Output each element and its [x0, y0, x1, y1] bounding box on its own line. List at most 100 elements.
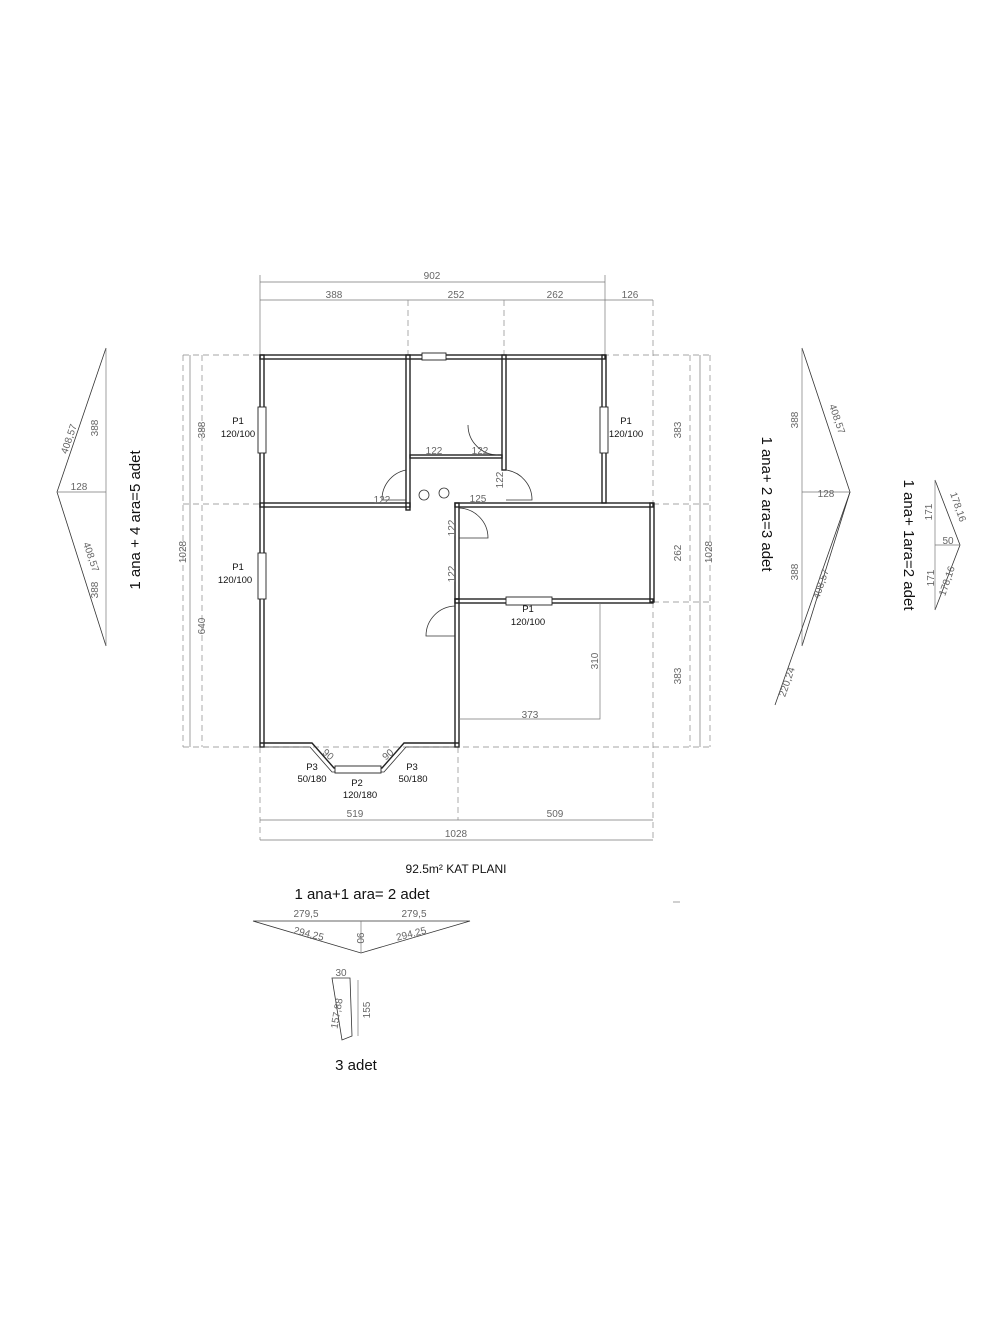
right-dim-mid: 262: [673, 544, 684, 561]
door-5: [425, 605, 456, 637]
wall-annex-bottom: [454, 598, 654, 604]
p3-size-right: 50/180: [398, 774, 427, 785]
bottom-gable: 1 ana+1 ara= 2 adet 279,5 279,5 294,25 2…: [252, 886, 471, 954]
right-dim-upper: 383: [673, 421, 684, 438]
right-gable-height-bottom: 388: [790, 563, 801, 580]
bottom-gable-height: 90: [354, 932, 365, 944]
small-gable-slope-bottom: 178,16: [937, 565, 958, 598]
annex-width: 373: [522, 710, 539, 721]
top-dim-seg1: 388: [326, 290, 343, 301]
wall-annex-right: [649, 502, 655, 603]
left-gable-note: 1 ana + 4 ara=5 adet: [127, 450, 144, 590]
p2-label: P2: [351, 778, 363, 789]
bottom-gable-slope-left: 294,25: [292, 926, 325, 944]
window-p1-left-bottom: [257, 552, 267, 600]
windows: [257, 352, 609, 774]
wall-dim-v3: 122: [447, 565, 458, 582]
right-gable-slope-bottom: 408,57: [811, 568, 832, 601]
wall-living-right: [454, 598, 460, 748]
door-4: [458, 507, 489, 539]
top-dim-seg2: 252: [448, 290, 465, 301]
p1-label-3: P1: [620, 416, 632, 427]
left-dim-lower: 640: [197, 617, 208, 634]
walls: [259, 354, 655, 773]
left-dim-overall: 1028: [178, 540, 189, 563]
wall-int-1: [405, 354, 411, 511]
wall-annex-left: [454, 502, 460, 600]
plan-title: 92.5m² KAT PLANI: [406, 862, 507, 876]
bottom-gable-slope-right: 294,25: [395, 925, 428, 943]
p3-size-left: 50/180: [297, 774, 326, 785]
doors: [381, 424, 533, 637]
door-3: [467, 424, 499, 456]
right-gable-base: 128: [818, 489, 835, 500]
p1-size-1: 120/100: [221, 429, 255, 440]
bottom-dimensions: 519 509 1028: [260, 809, 653, 841]
p1-size-2: 120/100: [218, 575, 252, 586]
bottom-dim-overall: 1028: [445, 829, 468, 840]
right-small-gable: 178,16 171 50 178,16 171 1 ana+ 1ara=2 a…: [900, 480, 968, 612]
window-top-small: [421, 352, 447, 361]
door-2: [505, 469, 533, 501]
window-p1-annex: [505, 596, 553, 606]
symbol-circle-a: [418, 489, 430, 501]
right-dim-lower: 383: [673, 667, 684, 684]
bottom-gable-note: 1 ana+1 ara= 2 adet: [294, 886, 430, 903]
left-gable-outline: [56, 347, 107, 647]
small-gable-height-bottom: 171: [926, 569, 937, 586]
small-piece-top: 30: [335, 968, 347, 979]
top-dim-seg4: 126: [622, 290, 639, 301]
p3-label-right: P3: [406, 762, 418, 773]
symbol-circle-b: [438, 487, 450, 499]
left-gable-height-top: 388: [90, 419, 101, 436]
small-gable-note: 1 ana+ 1ara=2 adet: [900, 480, 917, 612]
small-piece-height: 155: [362, 1001, 373, 1018]
wall-dim-v1: 122: [495, 471, 506, 488]
left-dim-upper: 388: [197, 421, 208, 438]
small-gable-base: 50: [942, 536, 954, 547]
bottom-dim-right: 509: [547, 809, 564, 820]
wall-dim-v2: 122: [447, 519, 458, 536]
left-gable: 128 408,57 388 408,57 388 1 ana + 4 ara=…: [56, 347, 144, 647]
right-large-gable: 128 408,57 388 408,57 388 220,24 1 ana+ …: [758, 347, 851, 706]
left-gable-base: 128: [71, 482, 88, 493]
bottom-dim-left: 519: [347, 809, 364, 820]
window-p2: [334, 765, 382, 774]
small-piece: 30 157,88 155 3 adet: [329, 968, 377, 1074]
left-gable-height-bottom: 388: [90, 581, 101, 598]
bottom-gable-outline: [252, 920, 471, 954]
p1-size-4: 120/100: [511, 617, 545, 628]
door-1: [381, 469, 407, 501]
p1-label-2: P1: [232, 562, 244, 573]
side-dimensions: 1028 388 640 1028 383 262 383: [178, 355, 715, 747]
wall-int-3: [409, 454, 503, 459]
p2-size: 120/180: [343, 790, 377, 801]
hall-dim-c: 122: [374, 495, 391, 506]
opening-labels: P1 120/100 P1 120/100 P1 120/100 P1 120/…: [218, 416, 643, 801]
right-gable-height-top: 388: [790, 411, 801, 428]
door-dim-h: 125: [470, 494, 487, 505]
window-p1-right: [599, 406, 609, 454]
top-dimensions: 902 388 252 262 126: [259, 271, 653, 355]
small-piece-note: 3 adet: [335, 1057, 378, 1074]
p1-size-3: 120/100: [609, 429, 643, 440]
right-gable-extra: 220,24: [777, 666, 798, 699]
p3-label-left: P3: [306, 762, 318, 773]
right-gable-note: 1 ana+ 2 ara=3 adet: [758, 436, 775, 572]
left-gable-slope-top: 408,57: [59, 423, 80, 456]
right-dim-overall: 1028: [704, 540, 715, 563]
bottom-gable-span-right: 279,5: [401, 909, 426, 920]
top-dim-seg3: 262: [547, 290, 564, 301]
small-gable-height-top: 171: [924, 503, 935, 520]
bottom-gable-span-left: 279,5: [293, 909, 318, 920]
left-gable-slope-bottom: 408,57: [80, 541, 101, 574]
wall-int-2: [501, 354, 507, 471]
p1-label-1: P1: [232, 416, 244, 427]
small-piece-slope: 157,88: [329, 997, 345, 1029]
small-piece-outline: [331, 977, 353, 1041]
window-p1-left-top: [257, 406, 267, 454]
hall-dim-b: 122: [472, 446, 489, 457]
p1-label-4: P1: [522, 604, 534, 615]
